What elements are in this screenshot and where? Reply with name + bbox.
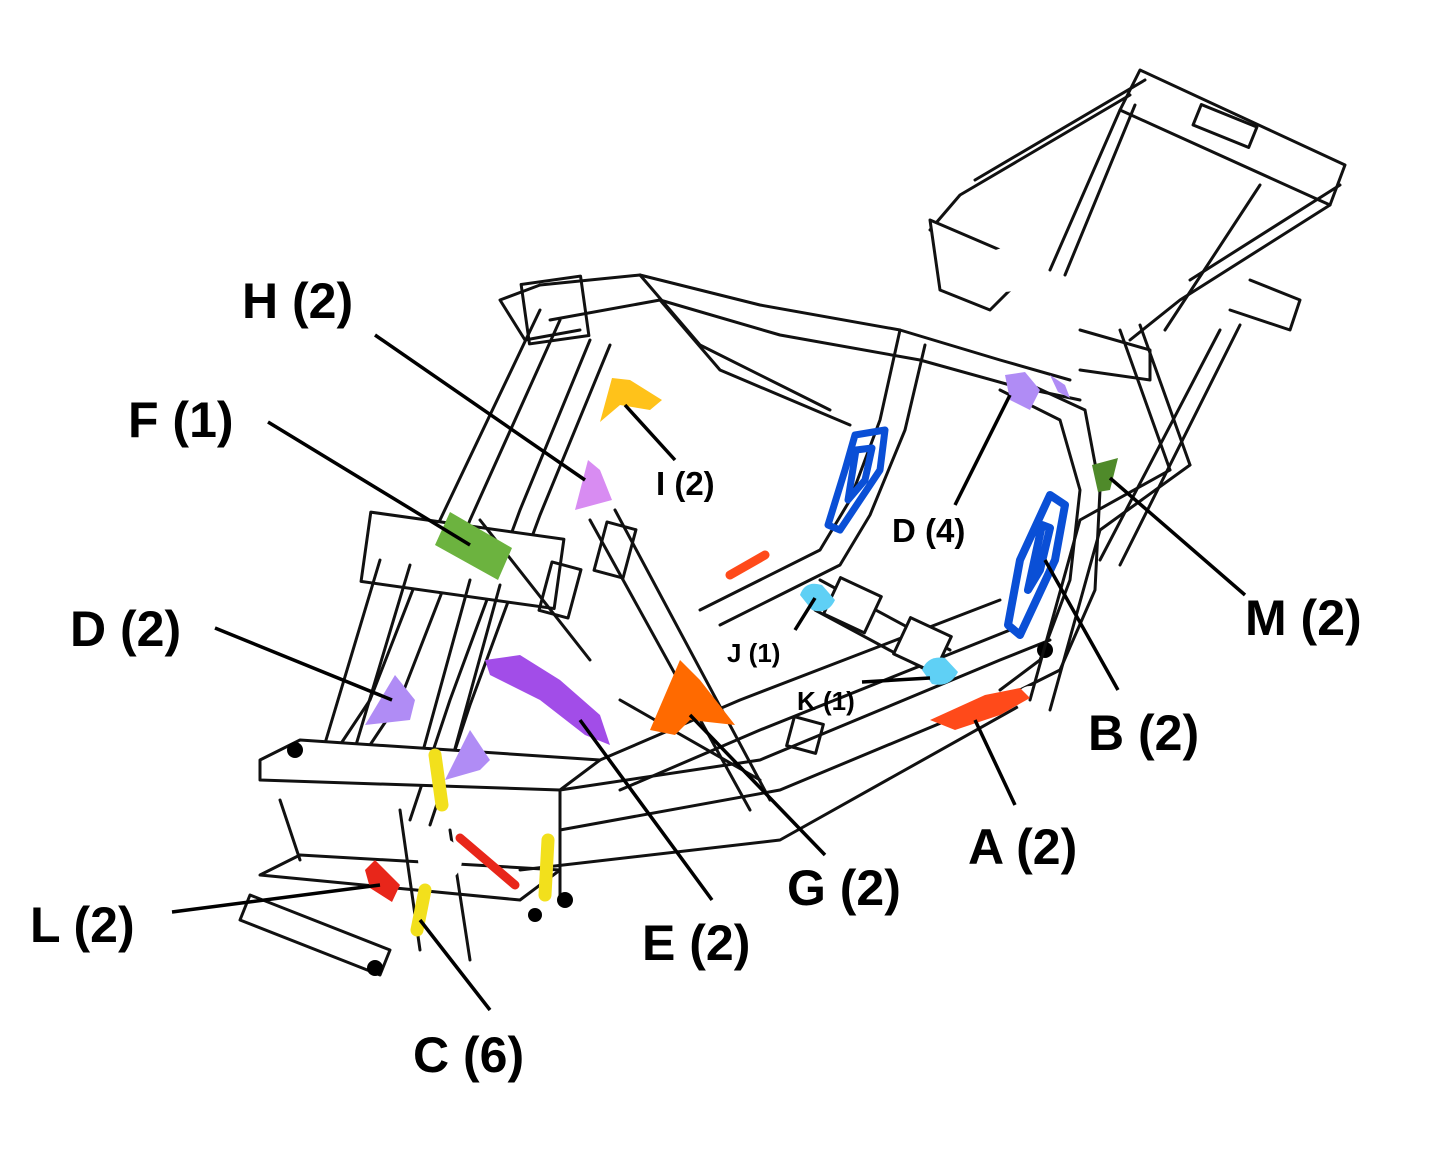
label-d-left: D (2) (70, 601, 182, 657)
label-m: M (2) (1245, 590, 1362, 646)
mark-d-right1 (1005, 372, 1040, 410)
mark-c1 (428, 748, 449, 812)
label-i: I (2) (656, 465, 715, 502)
mark-b-rear (1004, 491, 1069, 639)
mark-d-right2 (1050, 375, 1070, 398)
mark-k (922, 657, 958, 685)
label-l: L (2) (30, 897, 135, 953)
label-f: F (1) (128, 392, 234, 448)
label-b: B (2) (1088, 705, 1200, 761)
mark-e (485, 655, 610, 745)
label-e: E (2) (642, 915, 751, 971)
label-a: A (2) (968, 819, 1078, 875)
mark-h (575, 460, 612, 510)
label-j: J (1) (727, 638, 781, 668)
label-d-right: D (4) (892, 512, 966, 549)
mark-l1 (365, 860, 400, 902)
highlight-marks (365, 372, 1118, 937)
mark-a2 (725, 550, 770, 580)
mark-a (930, 688, 1030, 730)
mark-b-front (824, 426, 889, 534)
mark-j (800, 583, 835, 612)
frame-drawing (238, 68, 1347, 977)
mark-i (600, 378, 662, 422)
mark-l2 (455, 833, 520, 890)
label-c: C (6) (413, 1027, 525, 1083)
mark-g (650, 660, 735, 735)
label-h: H (2) (242, 273, 354, 329)
mark-c3 (538, 833, 555, 902)
mark-f (435, 512, 512, 580)
leader-lines (171, 333, 1247, 1012)
label-k: K (1) (797, 686, 855, 716)
mark-m (1092, 458, 1118, 492)
mark-d-left2 (445, 730, 490, 780)
label-g: G (2) (787, 860, 901, 916)
mark-c2 (410, 883, 432, 937)
